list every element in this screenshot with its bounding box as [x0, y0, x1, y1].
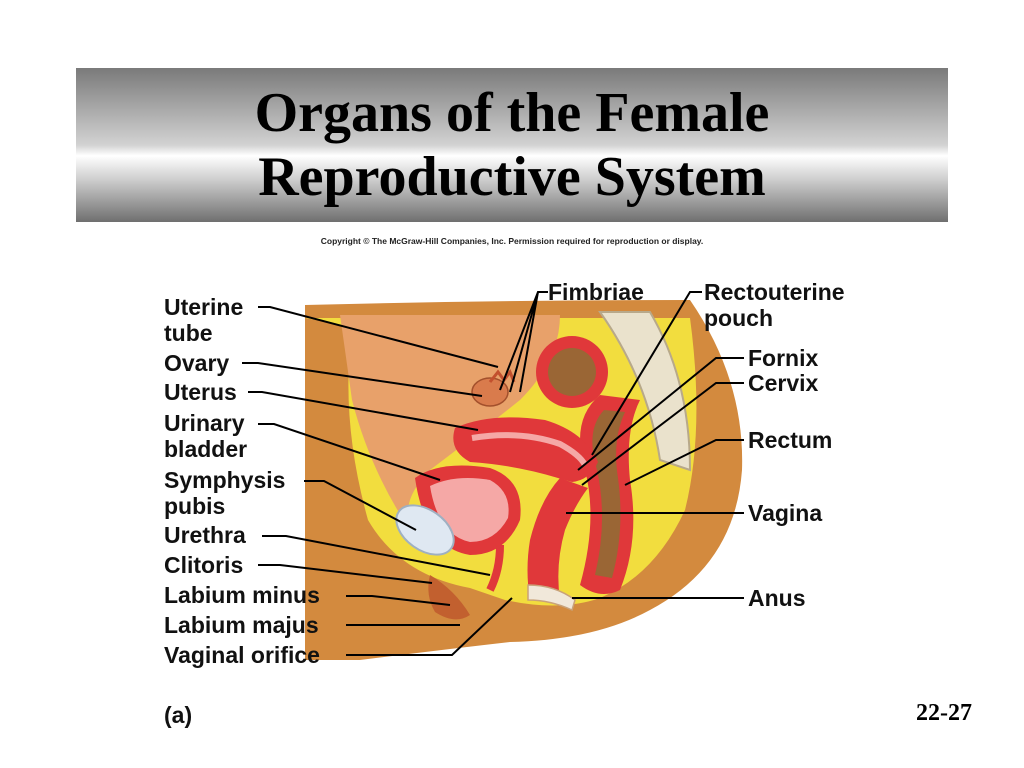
label-uterine-tube-line1: Uterine — [164, 294, 244, 320]
uterine-cavity — [471, 432, 588, 467]
leader-uterine-tube — [258, 306, 499, 368]
leader-uterus — [248, 391, 479, 431]
panel-label: (a) — [164, 702, 193, 728]
sigmoid-colon-lumen — [548, 348, 596, 396]
label-symphysis-pubis: Symphysis pubis — [164, 467, 285, 519]
leader-symphysis-pubis — [304, 480, 417, 531]
labia-shape — [428, 575, 470, 620]
label-fornix: Fornix — [748, 345, 819, 371]
leader-urethra — [262, 535, 491, 576]
label-anus: Anus — [748, 585, 806, 611]
label-rectouterine-pouch: Rectouterine pouch — [704, 279, 845, 331]
title-bar: Organs of the Female Reproductive System — [76, 68, 948, 222]
label-uterine-tube-line2: tube — [164, 320, 213, 346]
label-uterus: Uterus — [164, 379, 237, 405]
slide-number: 22-27 — [916, 700, 972, 726]
label-uterine-tube: Uterine tube — [164, 294, 243, 346]
symphysis-pubis-shape — [395, 504, 455, 556]
label-rectouterine-pouch-line2: pouch — [704, 305, 773, 331]
label-rectouterine-pouch-line1: Rectouterine — [704, 279, 845, 305]
label-vaginal-orifice: Vaginal orifice — [164, 642, 320, 668]
label-ovary: Ovary — [164, 350, 230, 376]
leader-fornix — [577, 357, 744, 471]
anus-shape — [527, 584, 576, 612]
leader-urinary-bladder — [258, 423, 441, 481]
abdominal-cavity — [340, 315, 560, 530]
label-labium-majus: Labium majus — [164, 612, 319, 638]
leader-vaginal-orifice — [346, 597, 513, 656]
leader-rectum — [624, 439, 744, 486]
leader-fimbriae — [499, 291, 548, 393]
leader-cervix — [581, 382, 744, 486]
leader-ovary — [242, 362, 483, 397]
leader-clitoris — [258, 564, 433, 584]
label-urinary-bladder-line1: Urinary — [164, 410, 245, 436]
leader-labium-minus — [346, 595, 451, 606]
ovary-shape — [471, 377, 509, 407]
title-line-2: Reproductive System — [258, 146, 766, 208]
label-urethra: Urethra — [164, 522, 246, 548]
label-rectum: Rectum — [748, 427, 833, 453]
label-urinary-bladder-line2: bladder — [164, 436, 248, 462]
label-fimbriae: Fimbriae — [548, 279, 644, 305]
label-urinary-bladder: Urinary bladder — [164, 410, 247, 462]
sacrum — [598, 311, 692, 472]
urethra — [486, 544, 504, 592]
copyright-notice: Copyright © The McGraw-Hill Companies, I… — [320, 236, 704, 246]
label-symphysis-pubis-line2: pubis — [164, 493, 226, 519]
label-clitoris: Clitoris — [164, 552, 244, 578]
title-line-1: Organs of the Female — [254, 82, 770, 144]
label-cervix: Cervix — [748, 370, 819, 396]
label-vagina: Vagina — [748, 500, 823, 526]
label-symphysis-pubis-line1: Symphysis — [164, 467, 286, 493]
leader-rectouterine-pouch — [591, 291, 702, 456]
label-labium-minus: Labium minus — [164, 582, 320, 608]
vagina-wall — [527, 478, 588, 600]
